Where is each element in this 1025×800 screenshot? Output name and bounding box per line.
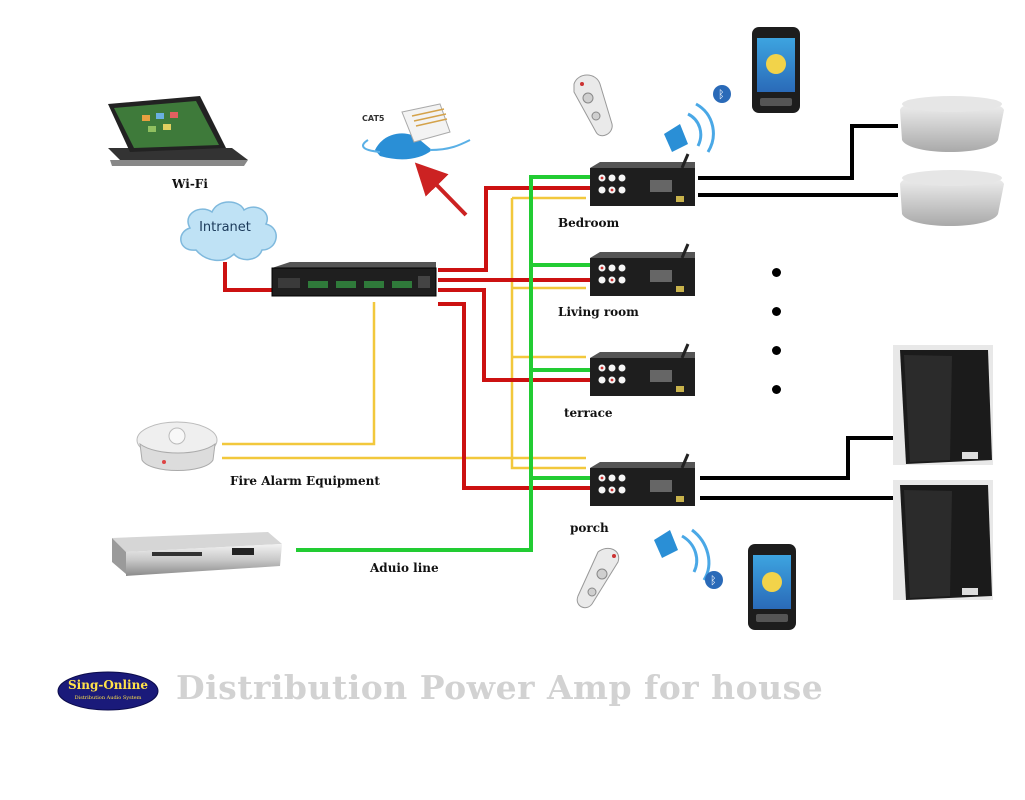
zone-amp-porch [590,453,695,506]
ceiling-speaker-icon [900,96,1004,152]
wall-speaker-icon [893,345,993,465]
porch-label: porch [570,521,609,535]
main-amplifier [271,262,437,297]
bedroom-label: Bedroom [558,216,620,230]
tablet-icon [108,96,248,166]
logo-name: Sing-Online [68,678,148,692]
remote-control-icon [576,547,620,609]
intranet-label: Intranet [199,220,251,235]
cat5-connector-icon [362,103,471,160]
dvd-player-icon [112,532,282,576]
living-room-label: Living room [558,305,639,319]
cloud-icon [180,201,277,262]
logo-oval [57,671,159,711]
speaker-wires [698,124,898,500]
svg-text:ᛒ: ᛒ [718,88,725,101]
zone-amp-bedroom [590,153,695,206]
network-arrow [414,162,468,217]
network-wires [223,186,590,490]
brand-logo: Sing-Online Distribution Audio System [58,671,158,711]
nfc-bluetooth-icon: ᛒ [664,85,731,153]
wall-speaker-icon [893,480,993,600]
smartphone-icon [748,544,796,630]
page-title: Distribution Power Amp for house [176,668,824,707]
ellipsis-dot [772,307,781,316]
remote-control-icon [573,74,613,137]
ellipsis-dot [772,346,781,355]
zone-amp-living-room [590,243,695,296]
logo-subtitle: Distribution Audio System [74,695,142,701]
audio-line-label: Aduio line [370,561,439,575]
smartphone-icon [752,27,800,113]
smoke-detector-icon [136,421,218,471]
wifi-label: Wi-Fi [172,177,208,191]
alarm-wires [222,196,586,470]
audio-wires [296,175,590,552]
nfc-bluetooth-icon: ᛒ [654,528,723,589]
zone-amp-terrace [590,343,695,396]
ceiling-speaker-icon [900,170,1004,226]
ellipsis-dot [772,385,781,394]
ellipsis-dot [772,268,781,277]
terrace-label: terrace [564,406,613,420]
fire-alarm-label: Fire Alarm Equipment [230,474,380,488]
svg-text:ᛒ: ᛒ [710,574,717,587]
cat5-label: CAT5 [362,114,385,123]
